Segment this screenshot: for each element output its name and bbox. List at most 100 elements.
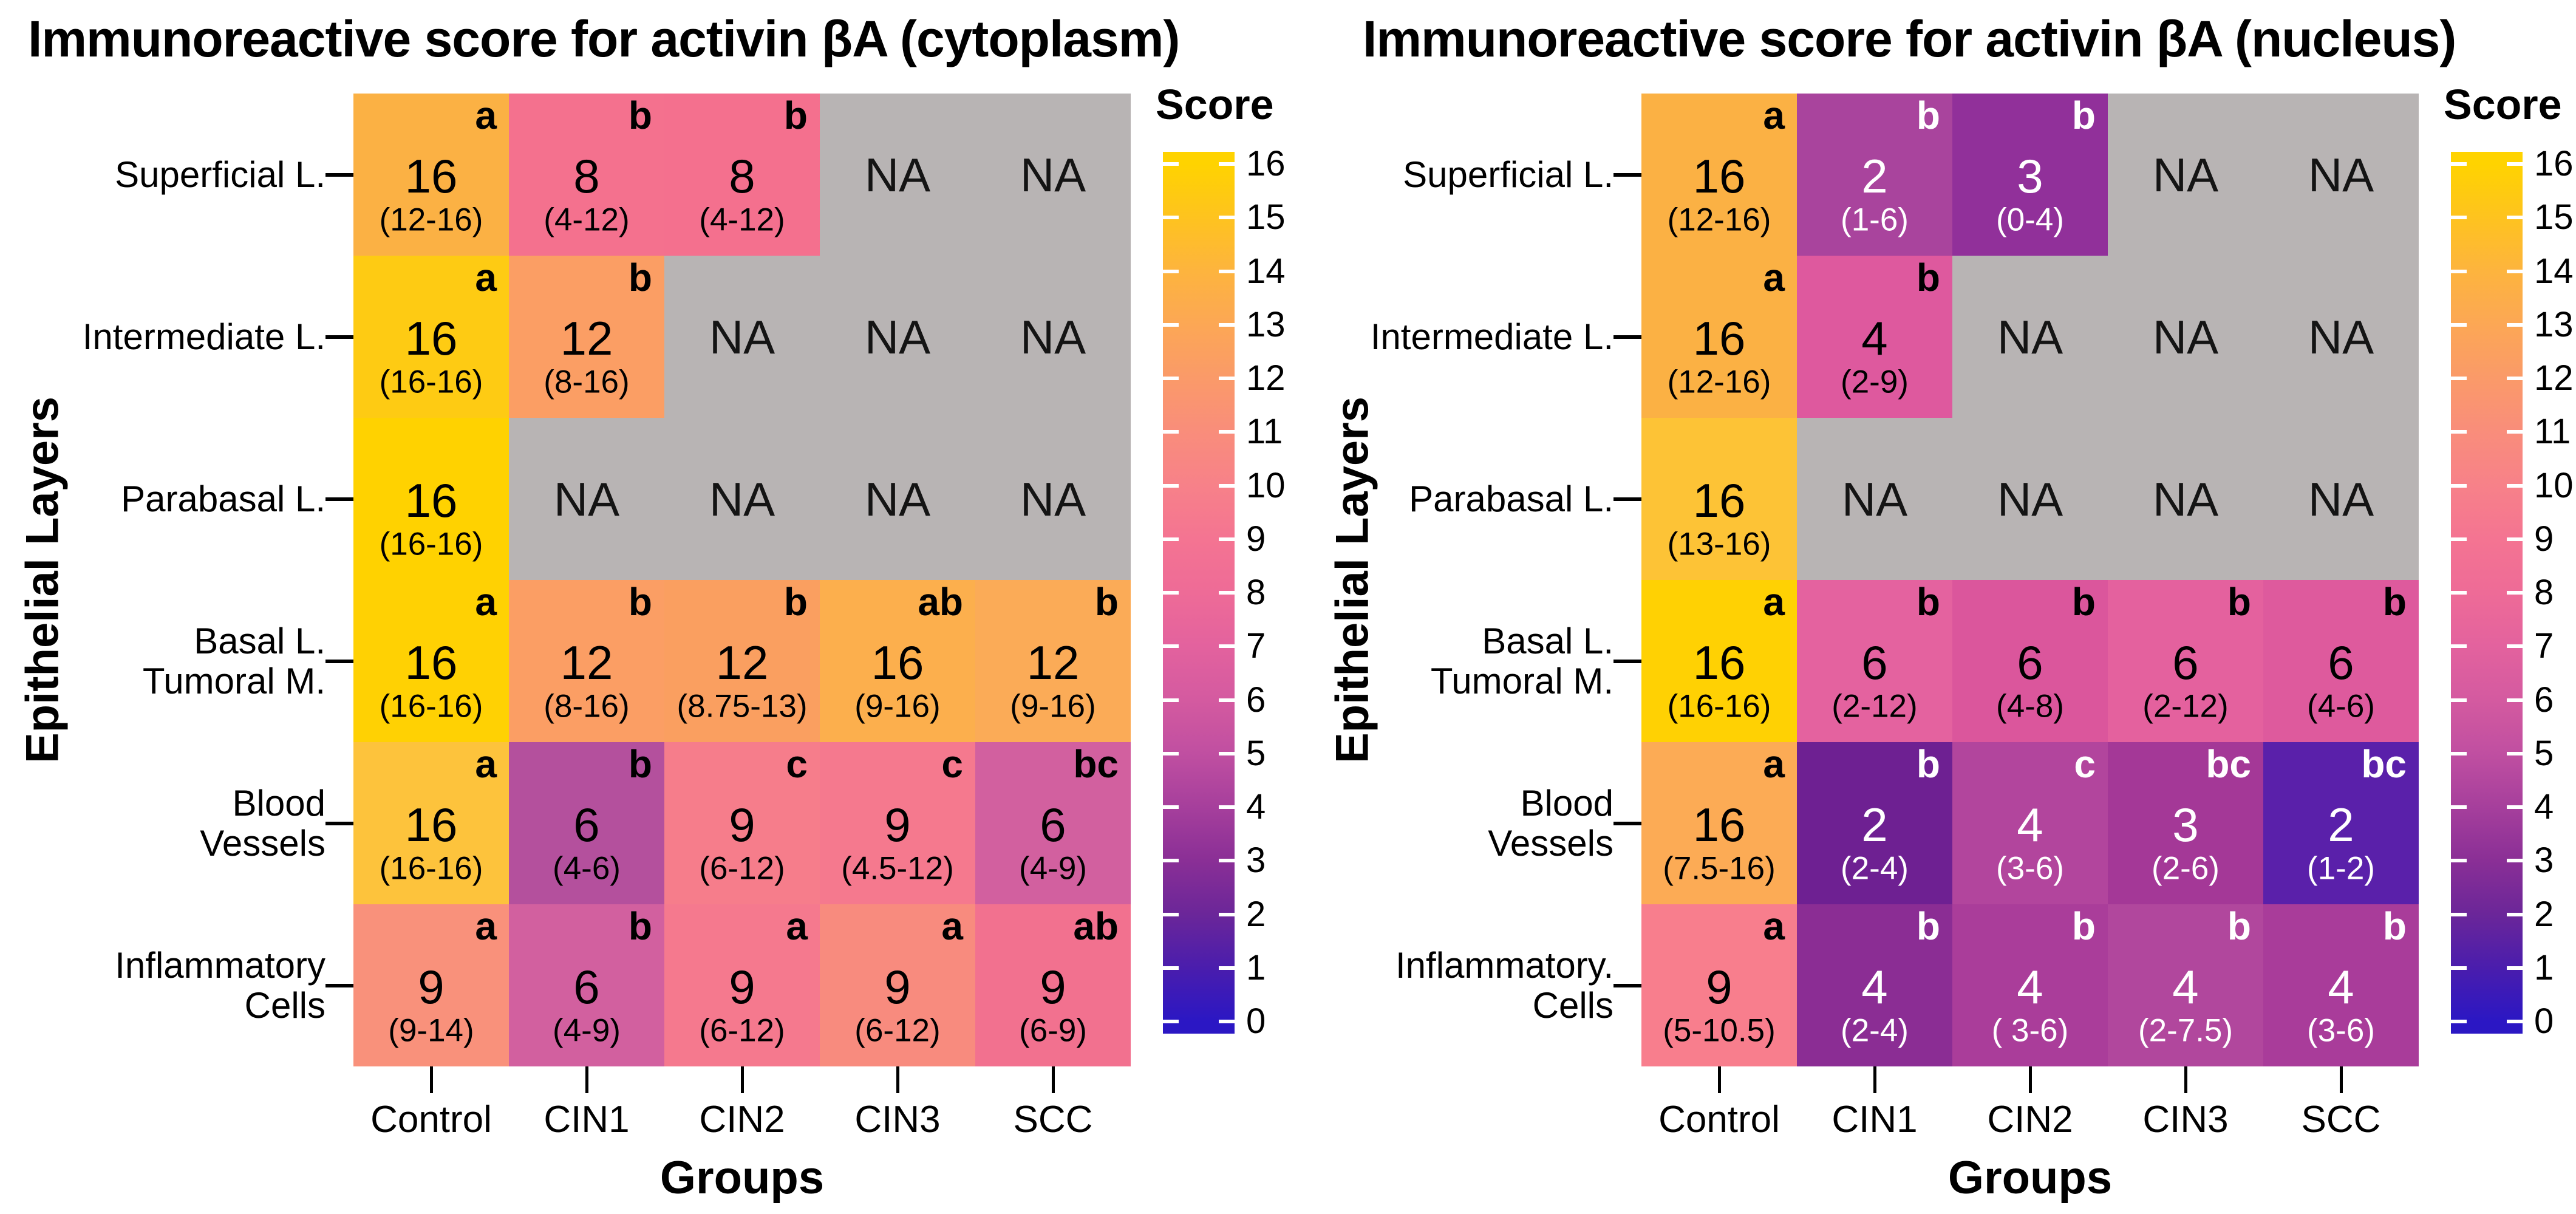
significance-letter: b [1916,580,1940,624]
row-label-line: Superficial L. [115,154,325,195]
colorbar-tick-label: 6 [2534,680,2554,720]
x-axis-label: CIN3 [2142,1099,2229,1141]
colorbar-tick-right [1219,537,1235,541]
row-label-line: Vessels [200,822,325,864]
significance-letter: a [1763,580,1785,624]
panel-cytoplasm: Immunoreactive score for activin βA (cyt… [0,10,1286,1204]
x-tick-mark [2340,1066,2343,1093]
significance-letter: b [783,580,808,624]
colorbar-tick-left [2451,322,2467,327]
colorbar-tick-right [1219,322,1235,327]
cell-range-value: (4-8) [1996,688,2064,725]
colorbar-tick-label: 10 [2534,465,2574,505]
cell-range-value: (2-9) [1841,364,1909,400]
cell-median-value: 4 [2172,960,2199,1014]
significance-letter: a [475,580,497,624]
x-axis-label: Control [370,1099,492,1141]
colorbar-tick-label: 5 [1246,733,1266,773]
cell-range-value: (9-16) [854,688,941,725]
colorbar-tick-label: 13 [2534,304,2574,344]
colorbar-tick-left [1163,162,1179,166]
cell-range-value: (8-16) [543,364,630,400]
cell-median-value: 6 [2172,636,2199,690]
cell-range-value: (2-12) [1831,688,1918,725]
colorbar-tick-right [1219,1020,1235,1023]
cell-median-value: 6 [2328,636,2354,690]
significance-letter: a [475,904,497,948]
colorbar-tick-left [2451,751,2467,755]
cell-median-value: 8 [573,149,600,203]
significance-letter: b [1916,742,1940,786]
legend-title: Score [2444,81,2562,128]
colorbar-tick-right [2507,537,2523,541]
cell-range-value: (2-4) [1841,1012,1909,1049]
cell-median-value: 4 [2017,960,2043,1014]
cell-median-value: NA [2308,310,2374,364]
colorbar-tick-label: 4 [1246,787,1266,827]
heatmap-cell: NA [664,256,820,418]
x-tick-mark [896,1066,899,1093]
colorbar-tick-right [2507,216,2523,220]
colorbar-tick-label: 3 [2534,841,2554,881]
colorbar-tick-right [2507,483,2523,488]
cell-median-value: NA [864,310,931,364]
heatmap-cell: NA [2108,418,2263,580]
row-tick-mark [1613,335,1641,339]
cell-range-value: (6-12) [699,850,785,887]
colorbar-tick-right [2507,377,2523,380]
colorbar-tick-left [2451,430,2467,434]
heatmap-cell: NA [975,94,1131,256]
colorbar-tick-label: 8 [2534,573,2554,612]
row-label-line: Inflammatory [115,944,325,986]
row-tick-mark [1613,983,1641,987]
colorbar-tick-label: 6 [1246,680,1266,720]
row-label: Parabasal L. [0,479,325,519]
colorbar-tick-left [2451,483,2467,488]
colorbar-tick-left [1163,377,1179,380]
colorbar-tick-left [2451,377,2467,380]
panel-nucleus: Immunoreactive score for activin βA (nuc… [1288,0,2576,1214]
cell-median-value: 16 [1692,149,1746,203]
cell-range-value: ( 3-6) [1991,1012,2069,1049]
cell-median-value: NA [1841,472,1908,526]
heatmap-cell: NA [1952,418,2108,580]
colorbar-tick-left [2451,644,2467,649]
heatmap-cell: NA [1952,256,2108,418]
colorbar-tick-label: 8 [1246,573,1266,612]
colorbar-tick-label: 11 [1246,412,1283,452]
cell-range-value: (9-14) [388,1012,474,1049]
legend-title: Score [1156,81,1274,128]
significance-letter: b [2227,580,2251,624]
cell-median-value: 16 [1692,798,1746,852]
colorbar-tick-left [2451,698,2467,702]
significance-letter: ab [918,580,963,624]
colorbar-tick-left [2451,216,2467,220]
panel-title-nucleus: Immunoreactive score for activin βA (nuc… [1363,10,2456,67]
colorbar-tick-right [1219,483,1235,488]
row-tick-mark [1613,821,1641,825]
cell-range-value: (16-16) [379,850,483,887]
cell-median-value: 2 [2328,798,2354,852]
cell-median-value: 9 [1706,960,1733,1014]
cell-range-value: (13-16) [1667,526,1771,562]
cell-median-value: 8 [729,149,755,203]
row-label-line: Parabasal L. [121,478,325,519]
cell-median-value: 4 [1861,312,1888,366]
colorbar-tick-right [2507,430,2523,434]
colorbar-tick-label: 10 [1246,465,1286,505]
row-label: Inflammatory.Cells [1288,945,1613,1026]
cell-median-value: 2 [1861,149,1888,203]
y-axis-title: Epithelial Layers [1326,396,1378,764]
